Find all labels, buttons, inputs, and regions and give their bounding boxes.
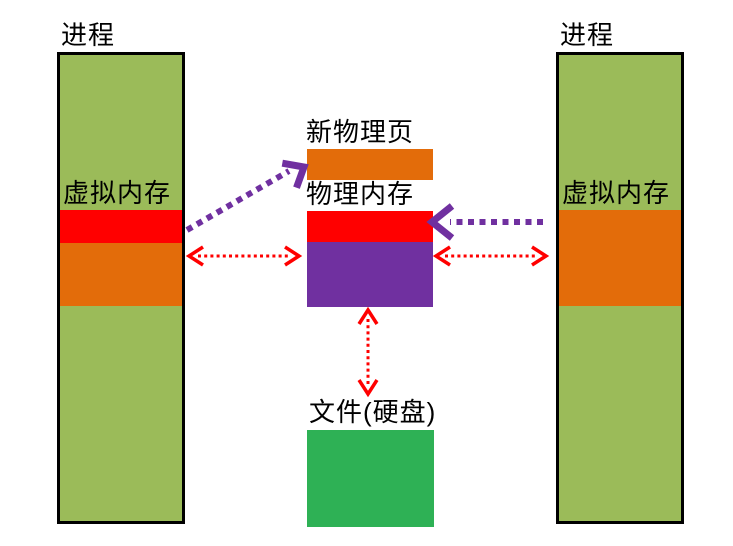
physical-memory-label: 物理内存 <box>306 179 415 209</box>
mapping-arrow-left-head-left-icon <box>185 245 204 267</box>
new-physical-page-block <box>307 149 433 180</box>
swap-arrow-head-top-icon <box>357 306 379 325</box>
left-segment-green-top <box>60 55 182 210</box>
copy-on-write-arrowhead-icon <box>281 159 309 189</box>
swap-arrow-vertical <box>357 306 379 398</box>
left-segment-orange-mapped <box>60 243 182 306</box>
left-virtual-memory-label: 虚拟内存 <box>63 178 172 208</box>
remap-arrow <box>426 203 543 241</box>
right-process-title: 进程 <box>560 20 615 50</box>
right-process-bar: 虚拟内存 <box>556 52 684 524</box>
right-virtual-memory-label: 虚拟内存 <box>562 178 671 208</box>
left-process-bar: 虚拟内存 <box>57 52 185 524</box>
remap-arrowhead-icon <box>426 203 455 241</box>
left-process-title: 进程 <box>61 20 116 50</box>
physical-memory-red-page <box>307 211 433 242</box>
file-disk-block <box>307 430 434 527</box>
new-physical-page-label: 新物理页 <box>306 117 415 147</box>
swap-arrow-head-bottom-icon <box>357 379 379 398</box>
file-disk-label: 文件(硬盘) <box>309 397 437 427</box>
copy-on-write-arrow-shaft <box>185 168 291 233</box>
right-segment-orange-mapped <box>559 210 681 306</box>
right-segment-green-bottom <box>559 306 681 521</box>
left-segment-green-bottom <box>60 306 182 521</box>
mapping-arrow-left-head-right-icon <box>284 245 303 267</box>
left-segment-red-private-page <box>60 210 182 243</box>
mapping-arrow-right-head-left-icon <box>432 245 451 267</box>
physical-memory-purple-block <box>307 242 433 307</box>
mapping-arrow-right <box>432 245 550 267</box>
mapping-arrow-right-head-right-icon <box>531 245 550 267</box>
right-segment-green-top <box>559 55 681 210</box>
copy-on-write-arrow <box>185 159 309 233</box>
mapping-arrow-left <box>185 245 303 267</box>
